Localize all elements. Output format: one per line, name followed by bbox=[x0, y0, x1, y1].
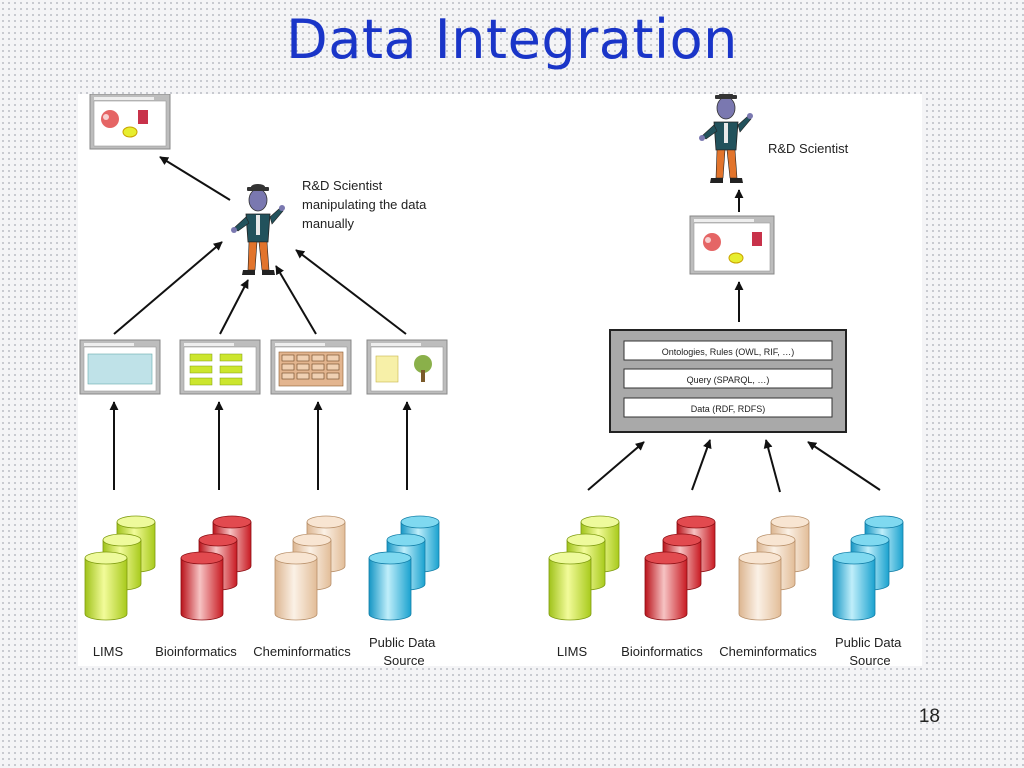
arrow-lims-to-stack bbox=[587, 441, 645, 491]
stack-layer-data-label: Data (RDF, RDFS) bbox=[691, 404, 766, 414]
scientist-figure-right bbox=[698, 94, 754, 184]
stack-layer-data bbox=[623, 397, 833, 418]
scientist-caption-right: R&D Scientist bbox=[768, 141, 849, 156]
arrow-bio-to-stack bbox=[691, 439, 712, 491]
source-label-lims-right: LIMS bbox=[557, 644, 588, 659]
semantic-stack: Ontologies, Rules (OWL, RIF, …) Query (S… bbox=[609, 329, 847, 433]
tool-window-public-data bbox=[366, 339, 448, 395]
output-window-right bbox=[689, 215, 775, 275]
source-cylinders-left bbox=[84, 515, 440, 621]
tool-window-bioinformatics bbox=[179, 339, 261, 395]
source-label-public-data-right: Public Data Source bbox=[835, 635, 905, 666]
data-integration-diagram: R&D Scientist manipulating the data manu… bbox=[79, 94, 905, 666]
tool-window-lims bbox=[79, 339, 161, 395]
database-cylinder-icon bbox=[180, 551, 224, 621]
scientist-figure-left bbox=[230, 183, 286, 276]
stack-layer-ontologies bbox=[623, 340, 833, 361]
scientist-caption-left: R&D Scientist manipulating the data manu… bbox=[302, 178, 430, 231]
source-label-cheminformatics-left: Cheminformatics bbox=[253, 644, 351, 659]
arrow-chem-window-to-scientist bbox=[275, 265, 317, 335]
tool-window-cheminformatics bbox=[270, 339, 352, 395]
stack-layer-ontologies-label: Ontologies, Rules (OWL, RIF, …) bbox=[662, 347, 795, 357]
source-label-public-data-left: Public Data Source bbox=[369, 635, 439, 666]
diagram-panel: R&D Scientist manipulating the data manu… bbox=[78, 94, 922, 666]
arrow-chem-to-stack bbox=[763, 439, 781, 493]
source-label-bioinformatics-right: Bioinformatics bbox=[621, 644, 703, 659]
database-cylinder-icon bbox=[84, 551, 128, 621]
slide-title: Data Integration bbox=[286, 8, 738, 71]
source-label-lims-left: LIMS bbox=[93, 644, 124, 659]
source-cylinders-right bbox=[548, 515, 904, 621]
output-window-left bbox=[89, 94, 171, 150]
arrow-bio-window-to-scientist bbox=[219, 279, 249, 335]
database-cylinder-icon bbox=[274, 551, 318, 621]
arrow-lims-window-to-scientist bbox=[113, 241, 223, 335]
arrow-public-window-to-scientist bbox=[295, 249, 407, 335]
source-label-cheminformatics-right: Cheminformatics bbox=[719, 644, 817, 659]
source-label-bioinformatics-left: Bioinformatics bbox=[155, 644, 237, 659]
database-cylinder-icon bbox=[832, 551, 876, 621]
arrow-scientist-to-output bbox=[159, 156, 231, 201]
stack-layer-query bbox=[623, 368, 833, 389]
database-cylinder-icon bbox=[738, 551, 782, 621]
database-cylinder-icon bbox=[644, 551, 688, 621]
stack-layer-query-label: Query (SPARQL, …) bbox=[687, 375, 770, 385]
database-cylinder-icon bbox=[548, 551, 592, 621]
arrow-public-to-stack bbox=[807, 441, 881, 491]
database-cylinder-icon bbox=[368, 551, 412, 621]
slide-number: 18 bbox=[918, 706, 940, 727]
